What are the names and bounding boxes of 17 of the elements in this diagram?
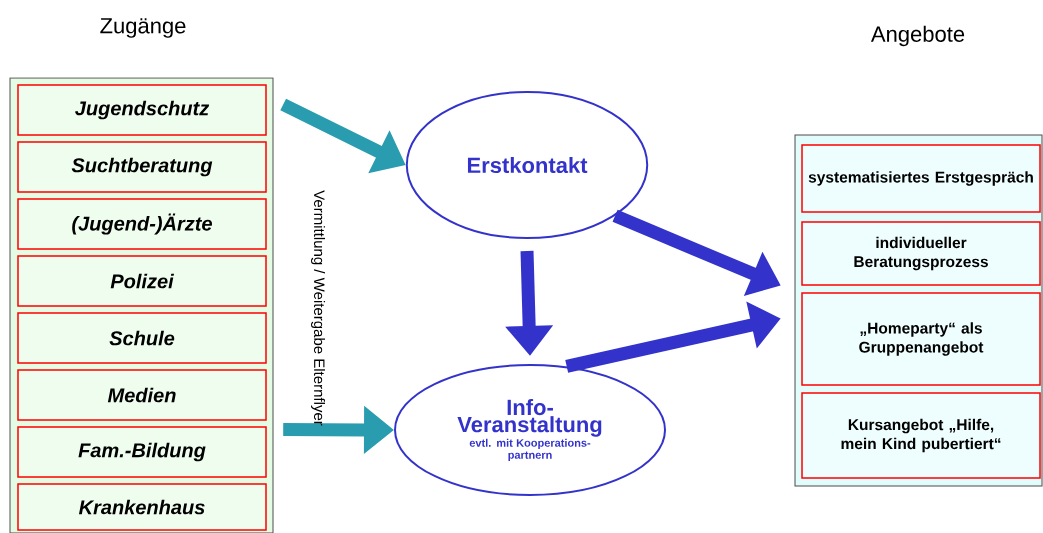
item-box: Medien [17,369,267,421]
item-box: Polizei [17,255,267,307]
item-box: Schule [17,312,267,364]
vertical-label: Vermittlung / Weitergabe Elternflyer [311,190,325,426]
node-label: Zugänge [100,18,186,38]
item-box: Suchtberatung [17,141,267,193]
item-box: Krankenhaus [17,483,267,531]
item-box: „Homeparty“ als Gruppenangebot [801,292,1041,386]
item-box: Jugendschutz [17,84,267,136]
ellipse-node: Erstkontakt [405,91,649,239]
ellipse-node: Info- Veranstaltung evtl. mit Kooperations- partnern [394,364,666,496]
item-box: (Jugend-)Ärzte [17,198,267,250]
node-label: Angebote [870,25,965,47]
item-box: individueller Beratungsprozess [801,221,1041,286]
item-box: Kursangebot „Hilfe, mein Kind pubertiert“ [801,392,1041,479]
item-box: Fam.-Bildung [17,426,267,478]
item-box: systematisiertes Erstgespräch [801,144,1041,213]
